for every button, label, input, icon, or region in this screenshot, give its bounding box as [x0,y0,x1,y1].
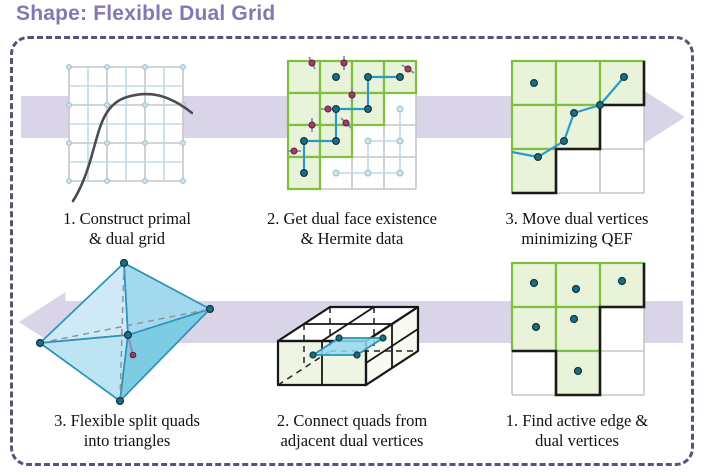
step-caption: 2. Get dual face existence & Hermite dat… [267,209,437,250]
caption-line: adjacent dual vertices [280,431,424,451]
staircase-boundary [512,61,646,195]
caption-line: 1. Construct primal [63,209,191,228]
caption-line: 2. Connect quads from [276,411,428,430]
primal-dual-grid-art [61,53,193,205]
qef-illustration [510,59,646,195]
pipeline-box: 1. Construct primal & dual grid [10,36,694,466]
dual-vertex-dots [300,73,404,177]
step-caption: 3. Move dual vertices minimizing QEF [506,209,649,250]
figure-title: Shape: Flexible Dual Grid [16,2,276,25]
caption-line: 3. Flexible split quads [54,411,200,430]
caption-line: 1. Find active edge & [505,411,649,430]
active-edge-art [508,257,646,407]
hermite-data-art [282,53,422,205]
center-sample-dot [129,351,137,359]
caption-line: dual vertices [535,431,619,451]
dual-vertex-dots [529,276,627,376]
staircase-boundary [512,263,646,397]
step-panel-split-quads: 3. Flexible split quads into triangles [16,257,238,452]
tetrahedron-faces [39,262,211,402]
bottom-row: 3. Flexible split quads into triangles [13,257,691,452]
caption-line: & Hermite data [300,229,404,249]
caption-line: 3. Move dual vertices [505,209,649,228]
step-panel-hermite-data: 2. Get dual face existence & Hermite dat… [241,53,463,250]
shape-curve [71,92,193,203]
dual-vertex-dots [530,73,628,161]
dual-polyline [511,76,625,159]
split-quads-art [32,257,222,407]
step-panel-connect-quads: 2. Connect quads from adjacent dual vert… [241,257,463,452]
hidden-edges [39,262,211,402]
caption-line: minimizing QEF [521,229,633,249]
active-edge-illustration [510,261,646,397]
dual-grid-lines [69,67,183,181]
hermite-data-illustration [286,56,418,191]
step-panel-qef: 3. Move dual vertices minimizing QEF [466,53,688,250]
top-row: 1. Construct primal & dual grid [13,53,691,250]
dual-vertex-dots [308,334,387,359]
step-caption: 2. Connect quads from adjacent dual vert… [277,411,427,452]
split-quads-illustration [35,258,215,406]
caption-line: into triangles [83,431,171,451]
connect-quads-art [260,257,445,407]
connect-quads-illustration [276,305,419,387]
active-dual-faces [510,59,646,195]
inactive-dual-dots [332,105,404,177]
step-caption: 3. Flexible split quads into triangles [54,411,200,452]
step-panel-active-edge: 1. Find active edge & dual vertices [466,257,688,452]
corner-vertex-dots [35,258,215,406]
caption-line: & dual grid [88,229,166,249]
caption-line: 2. Get dual face existence [267,209,437,228]
step-panel-construct-grid: 1. Construct primal & dual grid [16,53,238,250]
primal-dual-grid-illustration [66,64,193,203]
qef-art [508,53,646,205]
step-caption: 1. Construct primal & dual grid [63,209,191,250]
hermite-sample-dots [290,59,412,155]
step-caption: 1. Find active edge & dual vertices [506,411,649,452]
